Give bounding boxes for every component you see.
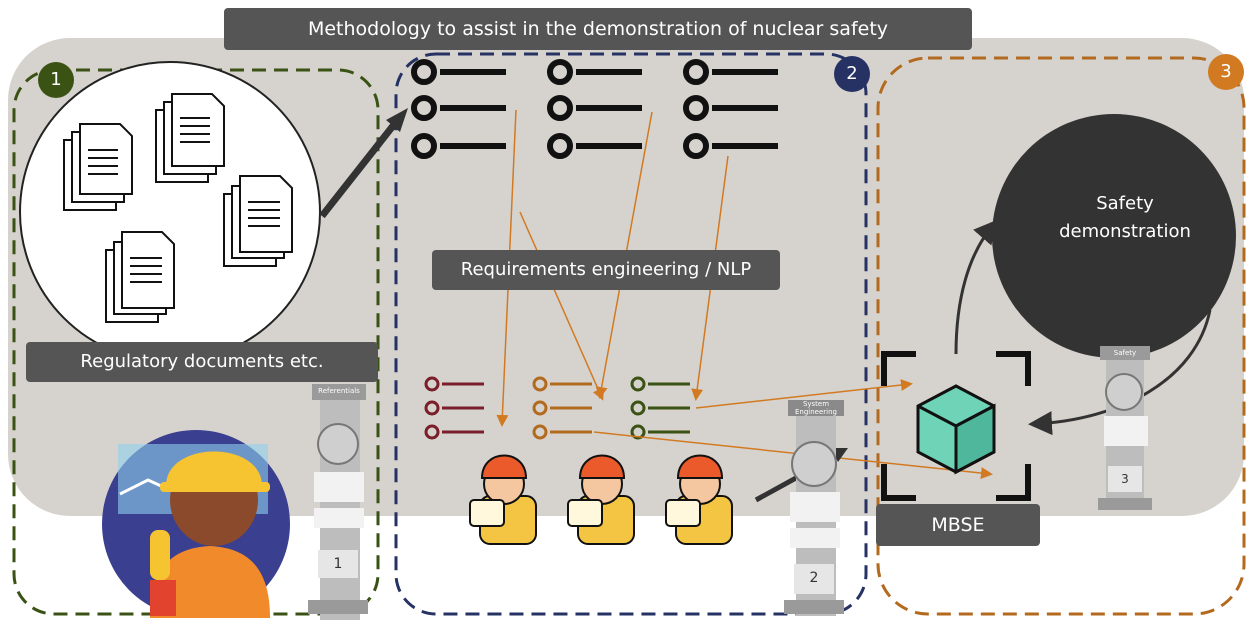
step-badge-3: 3 [1208,54,1244,90]
mbse-label: MBSE [876,504,1040,546]
sidebar-number-2: 2 [809,570,819,586]
checklist-icon [411,59,778,159]
safety-demonstration-circle [992,114,1236,358]
step-badge-2: 2 [834,56,870,92]
safety-label-line-1: Safety [1096,193,1154,214]
sidebar-pillar-1 [308,384,368,620]
title-banner: Methodology to assist in the demonstrati… [224,8,972,50]
engineer-icon [567,454,635,545]
checklist-orange [532,376,592,440]
safety-label-line-2: demonstration [1059,221,1191,242]
arrow-documents-to-requirements [319,108,408,219]
document-icon [155,93,225,183]
engineer-icon [469,454,537,545]
region-2-border [394,52,868,616]
sidebar-pillar-2 [784,400,844,616]
sidebar-header-1: Referentials [318,387,360,395]
checklist-green [630,376,690,440]
region-3-border [876,56,1246,616]
worker-icon [102,430,290,618]
regulatory-documents-label: Regulatory documents etc. [26,342,378,382]
document-icon [223,175,293,267]
orange-arrows [496,109,993,480]
sidebar-header-2: System Engineering [795,400,837,416]
curved-arrows [954,219,1212,436]
engineer-icon [665,454,733,545]
requirements-engineering-label: Requirements engineering / NLP [432,250,780,290]
sidebar-pillar-3 [1098,346,1152,510]
safety-demonstration-label: Safety demonstration [1000,190,1250,246]
sidebar-header-3: Safety [1113,349,1137,357]
sidebar-number-3: 3 [1121,472,1129,486]
document-lines [88,117,280,283]
cube-icon [881,351,1031,501]
sidebar-number-1: 1 [333,556,343,572]
checklist-maroon [424,376,484,440]
document-icon [105,231,175,323]
step-badge-1: 1 [38,62,74,98]
